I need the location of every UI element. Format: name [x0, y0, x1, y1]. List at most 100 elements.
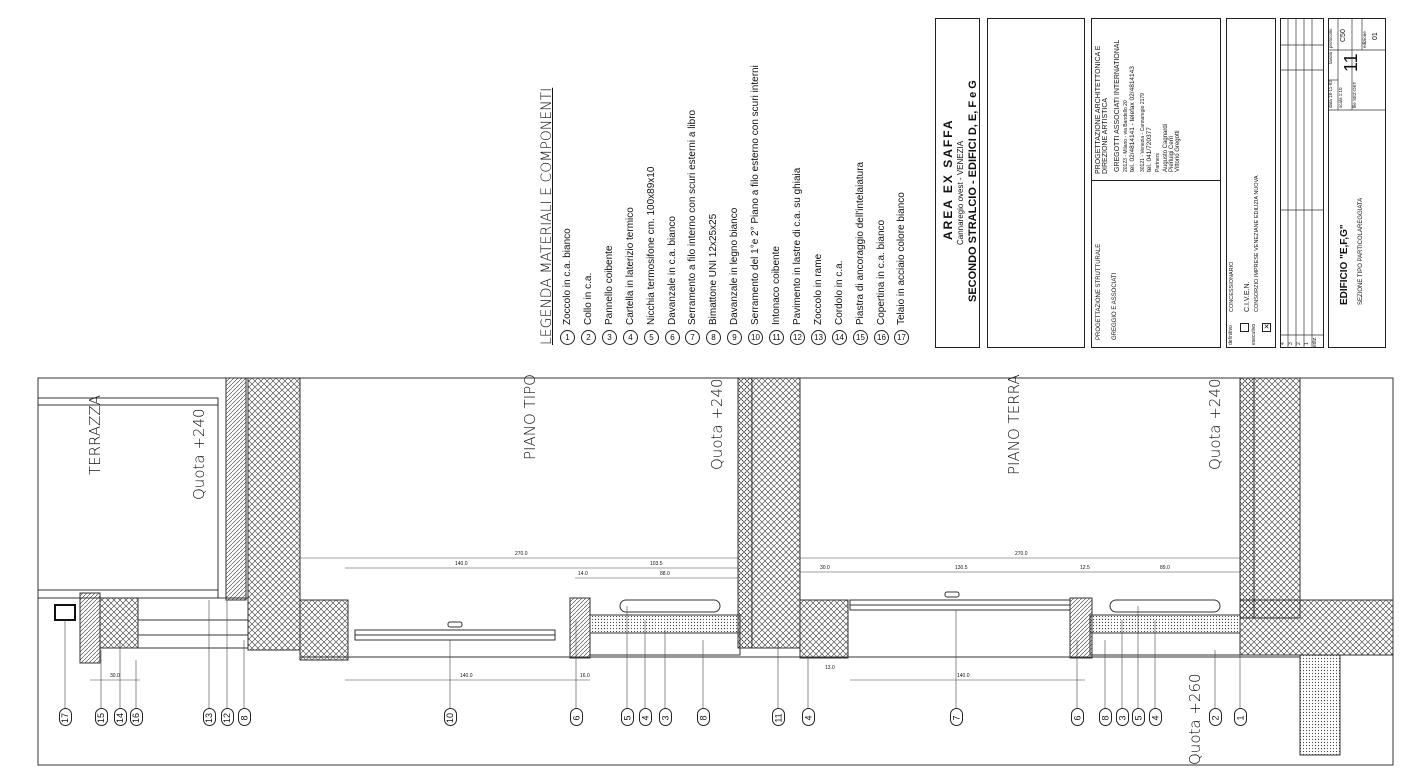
dimension-text: 88.0	[660, 571, 670, 577]
dimension-text: 13.0	[825, 665, 835, 671]
arch-heading: PROGETTAZIONE ARCHITETTONICA E DIREZIONE…	[1095, 45, 1110, 174]
slab-2	[799, 599, 849, 659]
legend-item: 12Pavimento in lastre di c.a. su ghiaia	[789, 167, 805, 345]
designers-box	[1091, 18, 1221, 348]
sheet-subject: SEZIONE TIPO PARTICOLAREGGIATA	[1358, 197, 1364, 305]
legend-item: 10 Serramento del 1°e 2° Piano a filo est…	[748, 65, 764, 345]
dimension-text: 103.5	[650, 561, 663, 567]
label-piano-tipo: PIANO TIPO	[521, 374, 539, 460]
callout-3: 3	[659, 708, 672, 726]
revision-header: ediz.	[1312, 336, 1318, 347]
edizione-value: 01	[1372, 32, 1379, 40]
sheet-box	[1328, 18, 1386, 348]
callout-8: 8	[1099, 708, 1112, 726]
dimension-text: 89.0	[1160, 565, 1170, 571]
dimension-text: 270.0	[1015, 551, 1028, 557]
callout-5: 5	[1132, 708, 1145, 726]
legend-item: 14Cordolo in c.a.	[831, 260, 847, 345]
label-quota: Quota +240	[708, 378, 726, 470]
legend-label: Serramento del 1°e 2° Piano a filo ester…	[750, 65, 762, 325]
dimension-text: 16.0	[580, 673, 590, 679]
dimension-text: 140.0	[455, 561, 468, 567]
legend-number: 9	[727, 330, 743, 345]
legend-number: 17	[894, 330, 910, 345]
legend-number: 1	[560, 330, 575, 345]
callout-12: 12	[221, 708, 234, 726]
project-location: Cannaregio ovest - VENEZIA	[956, 140, 965, 245]
legend-number: 2	[580, 330, 596, 345]
legend-label: Pannello coibente	[603, 245, 615, 325]
revisions-table	[1280, 18, 1324, 348]
label-piano-terra: PIANO TERRA	[1005, 374, 1023, 475]
sheet-building: EDIFICIO "E,F,G"	[1339, 224, 1350, 305]
legend-number: 13	[810, 330, 826, 345]
legend-number: 11	[769, 330, 784, 345]
callout-8: 8	[697, 708, 710, 726]
legend-number: 4	[622, 330, 638, 345]
dimension-text: 30.0	[820, 565, 830, 571]
project-box	[935, 18, 980, 348]
sill-1	[569, 597, 591, 659]
protocollo-value: C50	[1340, 29, 1347, 42]
esecutivo-checkbox-checked[interactable]: ✕	[1262, 323, 1271, 332]
legend-item: 7Serramento a filo interno con scuri est…	[685, 110, 701, 345]
project-phase: SECONDO STRALCIO - EDIFICI D, E, F e G	[967, 80, 979, 302]
status-esecutivo: esecutivo	[1251, 323, 1257, 345]
label-quota: Quota +240	[190, 408, 208, 500]
definitivo-checkbox[interactable]	[1240, 323, 1249, 332]
label-quota: Quota +260	[1186, 673, 1204, 765]
legend-number: 5	[643, 330, 659, 345]
legend-number: 6	[664, 330, 680, 345]
callout-2: 2	[1209, 708, 1222, 726]
legend-label: Intonaco coibente	[771, 246, 782, 325]
legend-number: 3	[601, 330, 617, 345]
legend-title: LEGENDA MATERIALI E COMPONENTI	[539, 87, 555, 345]
callout-13: 13	[203, 708, 216, 726]
arch-firm: GREGOTTI ASSOCIATI INTERNATIONAL	[1114, 39, 1121, 172]
concessionario-name: C.I.V.E.N.	[1244, 281, 1251, 312]
dimension-text: 12.5	[1080, 565, 1090, 571]
legend-label: Cartella in laterizio termico	[624, 207, 636, 325]
callout-15: 15	[95, 708, 108, 726]
callout-17: 17	[59, 708, 72, 726]
legend-label: Nicchia termosifone cm. 100x89x10	[645, 166, 657, 325]
revision-row: 2	[1296, 342, 1302, 345]
legend-label: Zoccolo in c.a. bianco	[562, 228, 573, 325]
legend-label: Piastra di ancoraggio dell'intelaiatura	[854, 161, 866, 325]
legend-number: 15	[852, 330, 868, 345]
legend-number: 10	[748, 330, 764, 345]
legend-item: 3 Pannello coibente	[601, 245, 617, 345]
structural-heading: PROGETTAZIONE STRUTTURALE	[1096, 243, 1102, 340]
revision-row: 4	[1280, 342, 1286, 345]
legend-label: Cordolo in c.a.	[833, 260, 845, 325]
radiator-niche	[619, 599, 721, 613]
legend-number: 8	[706, 330, 722, 345]
legend-label: Pavimento in lastre di c.a. su ghiaia	[791, 167, 803, 325]
scala-field: scala 1:10	[1338, 87, 1343, 108]
callout-6: 6	[570, 708, 583, 726]
revision-row: 1	[1304, 342, 1310, 345]
legend-item: 8 Bimattone UNI 12x25x25	[706, 213, 722, 345]
legend-label: Bimattone UNI 12x25x25	[708, 213, 720, 325]
floor-2	[1089, 614, 1241, 634]
legend-item: 15 Piastra di ancoraggio dell'intelaiatur…	[852, 161, 868, 345]
dimension-text: 14.0	[578, 571, 588, 577]
legend-label: Telaio in acciaio colore bianco	[896, 192, 908, 325]
callout-14: 14	[114, 708, 127, 726]
sill-2	[1069, 597, 1093, 659]
callout-6: 6	[1071, 708, 1084, 726]
dimension-text: 30.0	[110, 673, 120, 679]
dimension-text: 130.5	[955, 565, 968, 571]
dimension-text: 140.0	[957, 673, 970, 679]
partners-label: Partners	[1155, 153, 1161, 172]
wall-1	[247, 377, 301, 651]
edizione-label: edizione	[1362, 31, 1367, 48]
project-name: AREA EX SAFFA	[941, 118, 955, 240]
legend-number: 7	[685, 330, 701, 345]
callout-4: 4	[1149, 708, 1162, 726]
legend-label: Collo in c.a.	[582, 272, 594, 325]
concessionario-heading: CONCESSIONARIO	[1229, 261, 1235, 312]
label-quota: Quota +240	[1206, 378, 1224, 470]
legend-label: Zoccolo in rame	[812, 253, 824, 325]
